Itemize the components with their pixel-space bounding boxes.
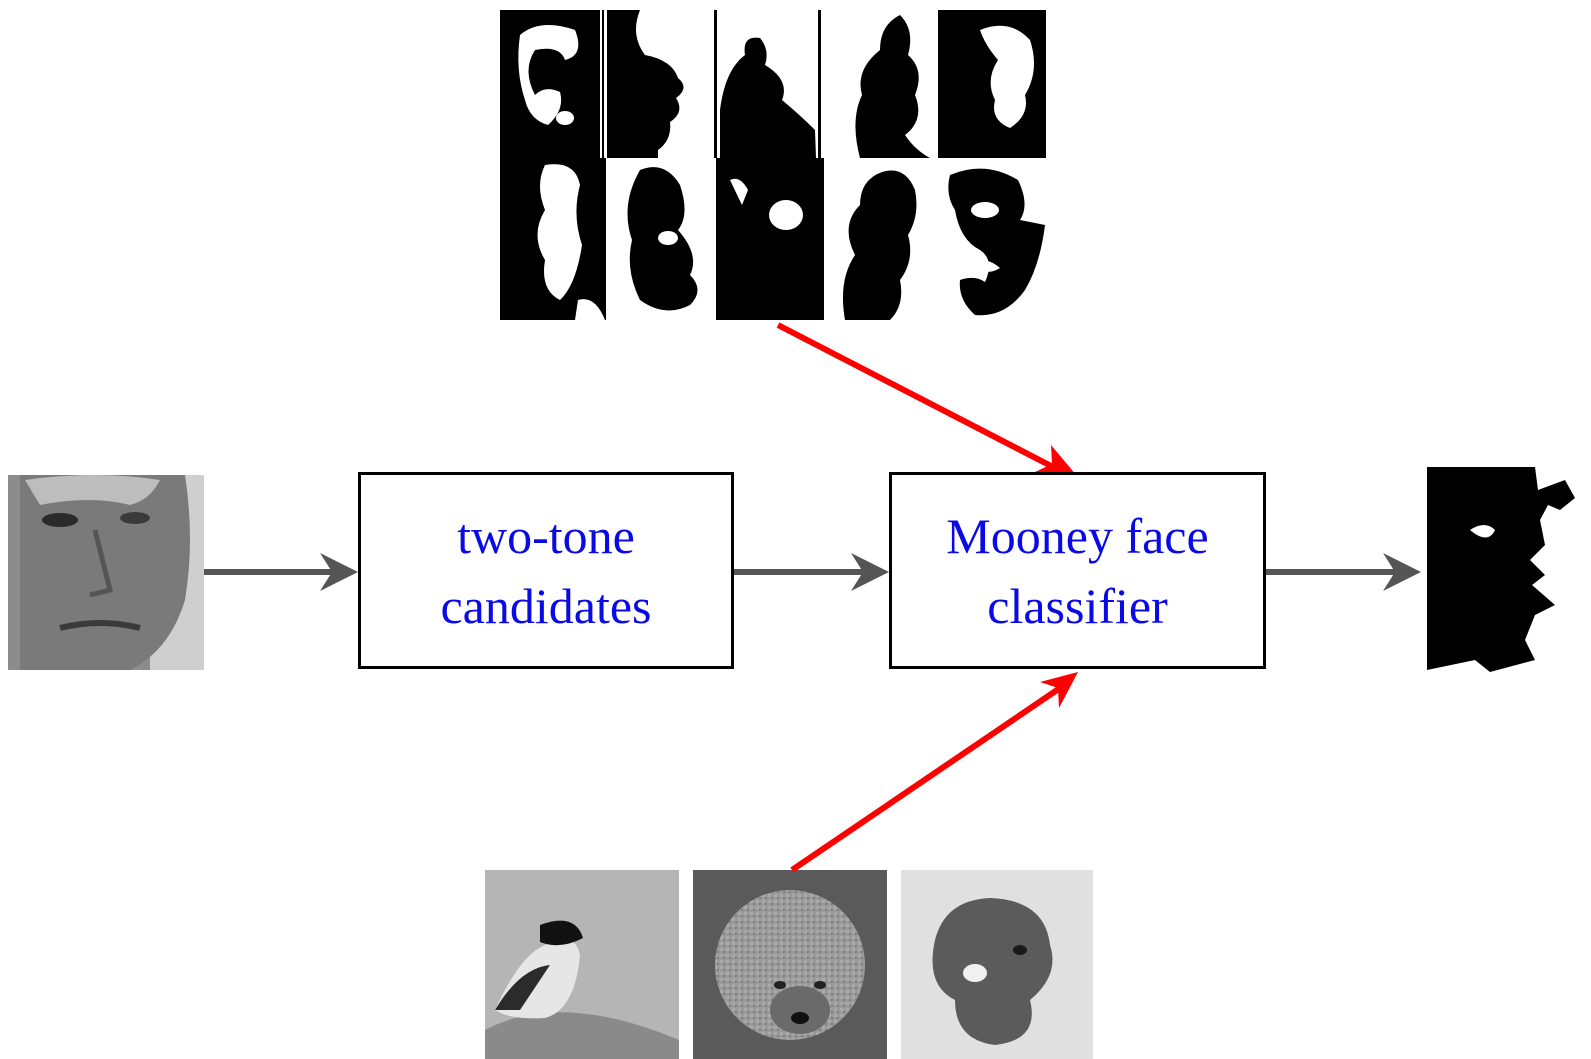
mooney-face-3 [714,10,816,158]
mooney-face-2 [602,10,712,158]
arrow-faces-to-classifier [776,322,1077,476]
classifier-line2: classifier [987,577,1168,634]
mooney-face-7 [606,158,716,320]
dog-photo-1 [693,870,887,1059]
classifier-line1: Mooney face [946,507,1209,564]
arrow-nonfaces-to-classifier [790,672,1078,873]
mooney-face-5 [938,10,1046,158]
mooney-face-6 [500,158,606,320]
mooney-face-4 [818,10,936,158]
arrow-input-to-candidates [204,553,358,591]
flow-arrows [204,322,1421,873]
arrow-classifier-to-output [1266,553,1421,591]
two-tone-candidates-line1: two-tone [457,507,635,564]
output-mooney-face [1427,467,1575,672]
arrow-candidates-to-classifier [734,553,889,591]
mooney-face-10 [936,158,1046,320]
mooney-face-1 [500,10,600,158]
mooney-faces-grid [500,10,1046,320]
non-face-photos [485,870,1093,1059]
bird-photo [485,870,679,1059]
two-tone-candidates-line2: candidates [440,577,652,634]
mooney-face-9 [824,158,936,320]
mooney-face-classifier-box: Mooney face classifier [889,472,1266,669]
dog-photo-2 [901,870,1093,1059]
input-face-photo [8,475,204,670]
two-tone-candidates-box: two-tone candidates [358,472,734,669]
mooney-face-8 [716,158,824,320]
